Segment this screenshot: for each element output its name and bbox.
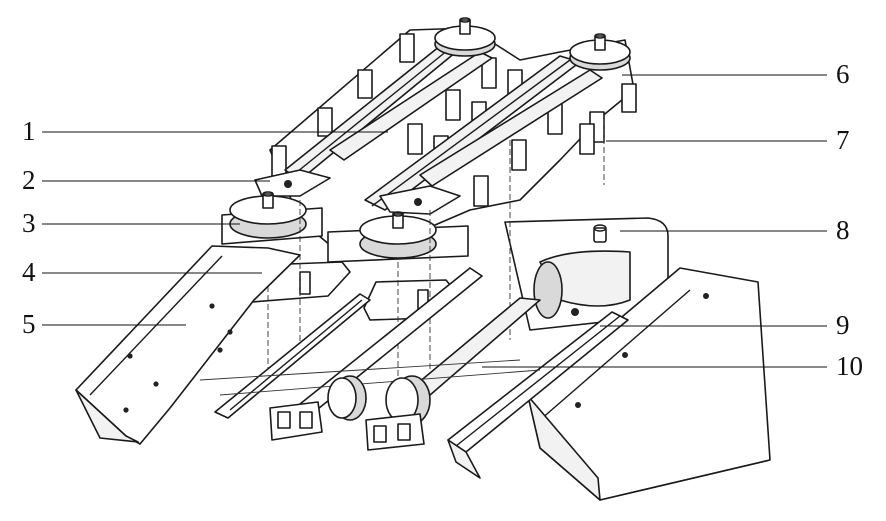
label-5: 5 (22, 309, 36, 339)
right-housing (504, 217, 669, 331)
leader-lines (42, 74, 827, 368)
pulley-lower-right (327, 211, 469, 263)
pulley-top-left (434, 17, 496, 57)
tensioner-bracket-right (379, 185, 461, 215)
tensioner-bracket-left (254, 169, 331, 197)
label-4: 4 (22, 257, 36, 287)
label-1: 1 (22, 116, 36, 146)
roller-left (269, 375, 367, 441)
roller-right (365, 375, 431, 451)
label-9: 9 (836, 310, 850, 340)
angle-rail (447, 311, 629, 479)
pulley-lower-left (221, 191, 323, 245)
pulley-top-right (569, 33, 631, 71)
label-7: 7 (836, 125, 850, 155)
label-6: 6 (836, 59, 850, 89)
label-10: 10 (836, 351, 863, 381)
left-side-plate (75, 245, 301, 445)
label-8: 8 (836, 215, 850, 245)
top-frame (269, 27, 637, 246)
label-3: 3 (22, 208, 36, 238)
label-2: 2 (22, 165, 36, 195)
